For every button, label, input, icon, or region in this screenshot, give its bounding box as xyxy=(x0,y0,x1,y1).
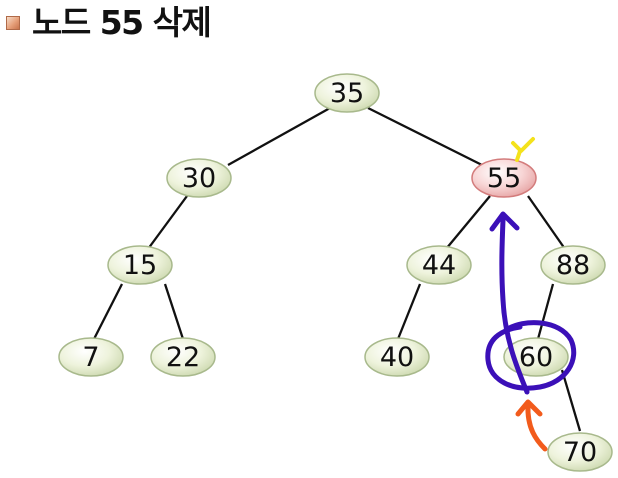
square-bullet-icon xyxy=(6,16,20,30)
node-label: 15 xyxy=(123,250,157,281)
slide-title-row: 노드 55 삭제 xyxy=(6,0,212,42)
tree-edges xyxy=(92,106,582,432)
node-label: 35 xyxy=(330,78,364,109)
node-label: 70 xyxy=(563,437,597,468)
node-label: 40 xyxy=(380,342,414,373)
edge-15-7 xyxy=(92,283,124,340)
edge-35-55 xyxy=(367,106,483,167)
edge-30-15 xyxy=(147,195,188,250)
edge-15-22 xyxy=(163,283,185,340)
tree-node-70: 70 xyxy=(547,432,613,472)
edge-55-44 xyxy=(445,195,491,250)
node-label: 60 xyxy=(519,342,553,373)
tree-node-15: 15 xyxy=(107,245,173,285)
edge-60-70 xyxy=(560,369,582,432)
tree-node-7: 7 xyxy=(58,337,124,377)
node-label: 30 xyxy=(182,163,216,194)
edge-35-30 xyxy=(227,106,331,167)
purple-up-arrow xyxy=(489,211,530,395)
slide-title: 노드 55 삭제 xyxy=(32,3,212,42)
node-label: 7 xyxy=(82,342,99,373)
tree-node-88: 88 xyxy=(540,245,606,285)
yellow-check-mark xyxy=(511,137,535,162)
purple-circle-around-60 xyxy=(485,320,577,391)
tree-node-44: 44 xyxy=(406,245,472,285)
tree-node-35: 35 xyxy=(314,73,380,113)
edge-88-60 xyxy=(536,283,555,340)
tree-node-30: 30 xyxy=(166,158,232,198)
node-label: 55 xyxy=(487,163,521,194)
tree-node-22: 22 xyxy=(150,337,216,377)
tree-node-55-deleted: 55 xyxy=(471,158,537,198)
orange-up-arrow xyxy=(515,399,548,452)
node-label: 44 xyxy=(422,250,456,281)
node-label: 22 xyxy=(166,342,200,373)
tree-node-40: 40 xyxy=(364,337,430,377)
edge-44-40 xyxy=(396,283,422,340)
node-label: 88 xyxy=(556,250,590,281)
edge-55-88 xyxy=(527,195,566,250)
tree-node-60: 60 xyxy=(503,337,569,377)
